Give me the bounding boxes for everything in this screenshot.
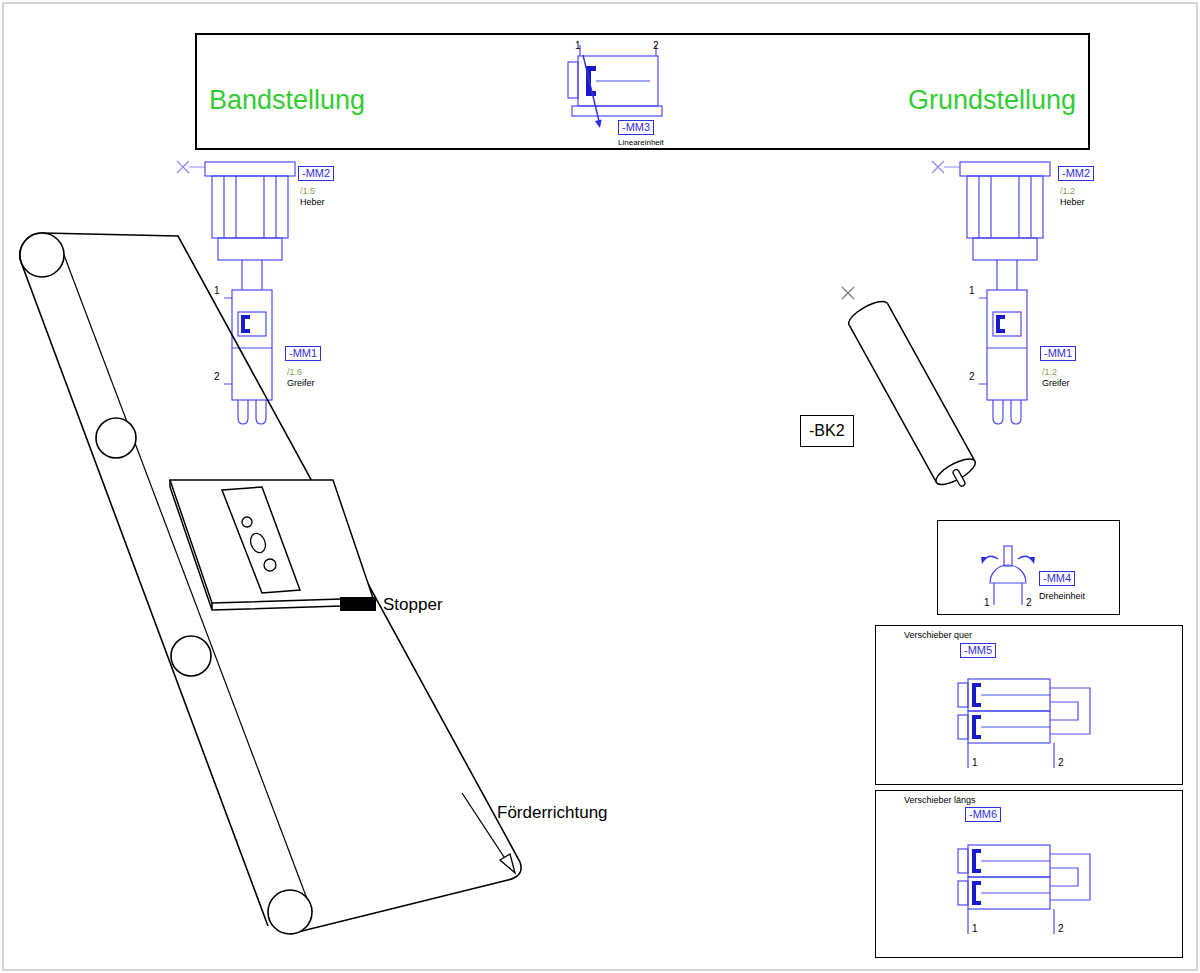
reference-number: /1.2 [1042,367,1057,377]
device-tag: -MM2 [1058,166,1094,181]
reference-number: /1.2 [1060,186,1075,196]
conveyor-belt [42,233,521,934]
rotary-unit-symbol [994,583,1022,605]
tag-text: -MM2 [1062,167,1090,180]
lift-gripper-assembly [932,161,1050,424]
pin-number: 2 [1058,757,1064,769]
part-label: Stopper [383,595,443,615]
unit-name: Verschieber längs [904,795,976,805]
double-cylinder-symbol [958,679,1090,768]
linear-unit-symbol [568,45,662,128]
pin-number: 1 [214,285,220,297]
device-tag: -MM2 [298,166,334,181]
long-slide-frame: Verschieber längs -MM6 [875,790,1183,958]
conveyor-belt [171,636,211,676]
linear-unit-symbol [595,119,602,128]
workpiece-pallet [264,559,276,571]
workpiece-pallet [170,480,373,603]
linear-unit-symbol [568,62,578,98]
linear-unit-symbol [583,55,599,121]
tag-text: -MM6 [969,808,997,821]
linear-unit-symbol [586,66,596,96]
component-name: Heber [1060,197,1085,207]
double-cylinder-symbol [958,845,1090,934]
rotary-unit-symbol [981,557,987,564]
component-name: Greifer [287,378,315,388]
page-frame [3,3,1197,970]
tag-text: -MM4 [1043,572,1071,585]
pin-number: 1 [972,757,978,769]
workpiece-pallet [170,480,373,610]
rotary-unit-symbol [990,565,1026,583]
sensor-cylinder [952,469,966,488]
sensor-tag: -BK2 [800,415,854,447]
sensor-cylinder [933,454,979,489]
pin-number: 2 [1026,597,1032,609]
rotary-unit-symbol [981,546,1035,605]
conveyor-belt [20,233,521,934]
workpiece-pallet [170,480,376,611]
conveyor-belt [96,418,136,458]
conveyor-belt [64,255,312,912]
pin-number: 1 [575,40,581,52]
cross-slide-frame: Verschieber quer -MM5 [875,625,1183,785]
position-label: Grundstellung [908,85,1076,116]
pin-number: 1 [984,597,990,609]
reference-number: /1.6 [287,367,302,377]
device-tag: -MM3 [618,120,654,135]
sensor-cylinder [842,287,983,496]
direction-arrow [500,854,515,873]
lift-gripper-assembly [177,161,295,424]
workpiece-pallet [340,597,376,611]
conveyor-belt [268,890,312,934]
tag-text: -MM1 [289,347,317,360]
direction-label: Förderrichtung [497,803,608,823]
linear-unit-frame: Bandstellung Grundstellung -MM3 [195,33,1090,150]
position-label: Bandstellung [209,85,365,116]
tag-text: -MM2 [302,167,330,180]
reference-number: /1.5 [300,186,315,196]
device-tag: -MM4 [1039,571,1075,586]
pin-number: 2 [1058,923,1064,935]
tag-text: -MM1 [1044,347,1072,360]
device-tag: -MM6 [965,807,1001,822]
rotary-unit-symbol [1004,546,1012,566]
workpiece-pallet [248,531,268,555]
rotary-unit-symbol [984,556,1032,560]
sensor-cylinder [849,304,975,483]
conveyor-belt [20,233,64,277]
pin-number: 2 [214,371,220,383]
component-name: Lineareinheit [618,138,664,147]
sensor-cylinder [842,287,854,299]
unit-name: Verschieber quer [904,630,972,640]
unit-name: Dreheinheit [1039,591,1085,601]
component-name: Greifer [1042,378,1070,388]
tag-text: -MM3 [622,121,650,134]
workpiece-pallet [222,487,300,593]
sensor-cylinder [845,297,887,325]
device-tag: -MM1 [1040,346,1076,361]
component-name: Heber [300,197,325,207]
linear-unit-symbol [580,45,656,81]
tag-text: -BK2 [809,422,845,440]
linear-unit-symbol [572,106,662,116]
rotary-unit-symbol [1029,557,1035,564]
pin-number: 2 [653,40,659,52]
workpiece-pallet [242,517,252,527]
device-tag: -MM5 [960,643,996,658]
pin-number: 2 [969,371,975,383]
pin-number: 1 [972,923,978,935]
sensor-cylinder [845,297,982,497]
device-tag: -MM1 [285,346,321,361]
pin-number: 1 [969,285,975,297]
tag-text: -MM5 [964,644,992,657]
